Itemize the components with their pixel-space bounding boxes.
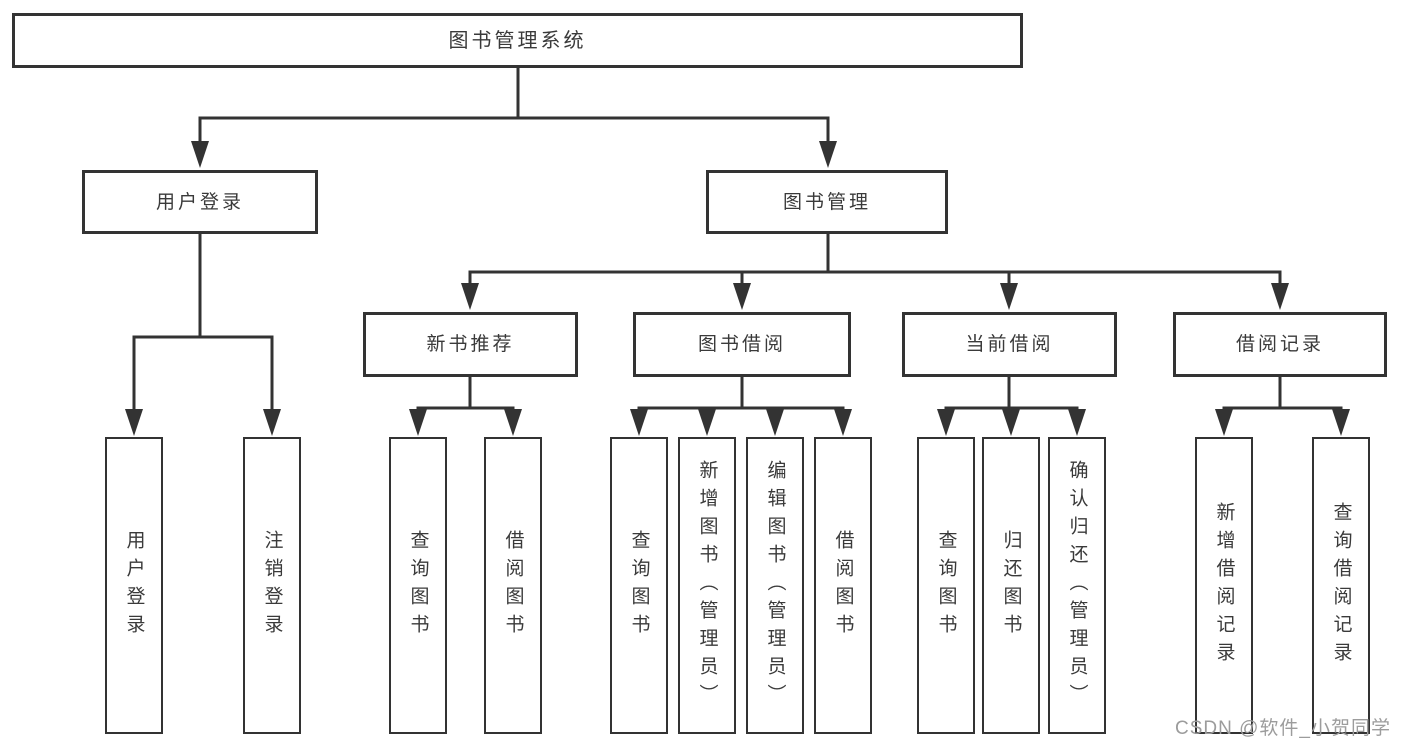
- leaf-borrow-books-borrowing: 借阅图书: [814, 437, 872, 734]
- leaf-logout: 注销登录: [243, 437, 301, 734]
- leaf-query-books-current: 查询图书: [917, 437, 975, 734]
- leaf-query-borrow-record: 查询借阅记录: [1312, 437, 1370, 734]
- node-library-system: 图书管理系统: [12, 13, 1023, 68]
- leaf-confirm-return-admin: 确认归还（管理员）: [1048, 437, 1106, 734]
- connector-arrowheads: [125, 141, 1350, 436]
- node-book-borrowing: 图书借阅: [633, 312, 851, 377]
- leaf-return-book: 归还图书: [982, 437, 1040, 734]
- leaf-query-books-recommend: 查询图书: [389, 437, 447, 734]
- node-book-management: 图书管理: [706, 170, 948, 234]
- leaf-add-borrow-record: 新增借阅记录: [1195, 437, 1253, 734]
- leaf-user-login: 用户登录: [105, 437, 163, 734]
- node-user-login: 用户登录: [82, 170, 318, 234]
- node-new-book-recommend: 新书推荐: [363, 312, 578, 377]
- node-borrow-records: 借阅记录: [1173, 312, 1387, 377]
- leaf-query-books-borrowing: 查询图书: [610, 437, 668, 734]
- leaf-add-book-admin: 新增图书（管理员）: [678, 437, 736, 734]
- csdn-watermark: CSDN @软件_小贺同学: [1175, 718, 1391, 739]
- leaf-borrow-books-recommend: 借阅图书: [484, 437, 542, 734]
- leaf-edit-book-admin: 编辑图书（管理员）: [746, 437, 804, 734]
- node-current-borrowing: 当前借阅: [902, 312, 1117, 377]
